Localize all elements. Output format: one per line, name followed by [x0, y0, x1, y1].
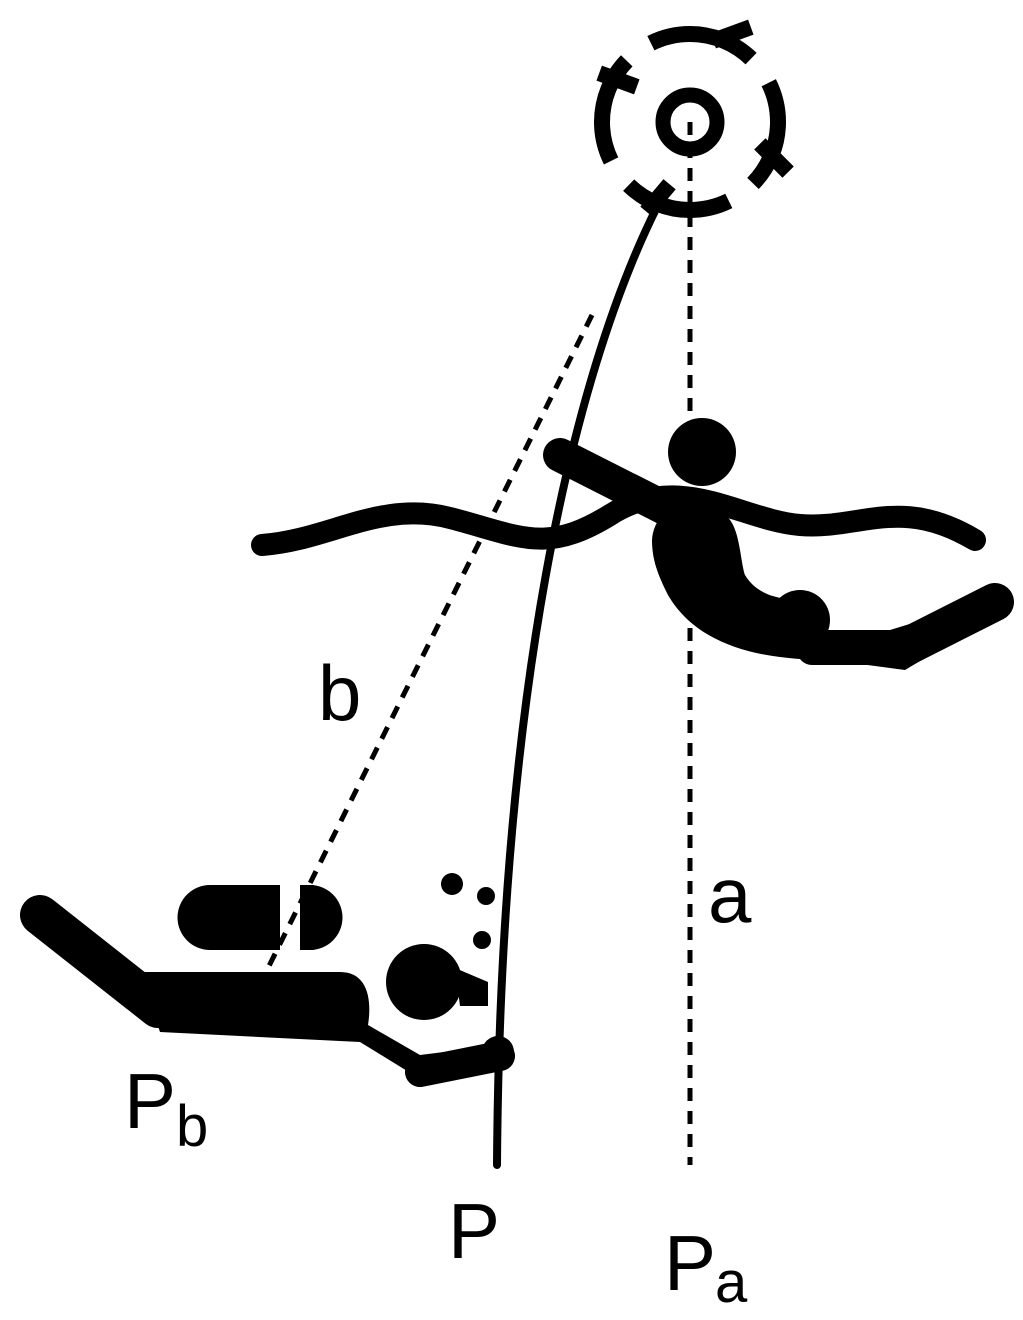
water-surface-wave	[251, 485, 986, 556]
label-b: b	[318, 649, 361, 737]
line-p	[493, 201, 662, 1169]
line-b	[265, 313, 595, 970]
label-p: P	[448, 1187, 500, 1275]
target-reticle-icon	[594, 19, 794, 218]
label-pb-main: P	[124, 1057, 176, 1145]
diver-icon	[20, 895, 515, 1087]
air-bubbles-icon	[441, 873, 495, 949]
label-pa-sub: a	[715, 1250, 748, 1315]
label-pa: P a	[664, 1219, 748, 1315]
label-pb: P b	[124, 1057, 208, 1159]
label-a: a	[708, 851, 752, 939]
swimmer-icon	[543, 418, 1014, 670]
scuba-tank-icon	[177, 885, 343, 950]
label-pa-main: P	[664, 1219, 716, 1307]
label-pb-sub: b	[176, 1094, 208, 1159]
